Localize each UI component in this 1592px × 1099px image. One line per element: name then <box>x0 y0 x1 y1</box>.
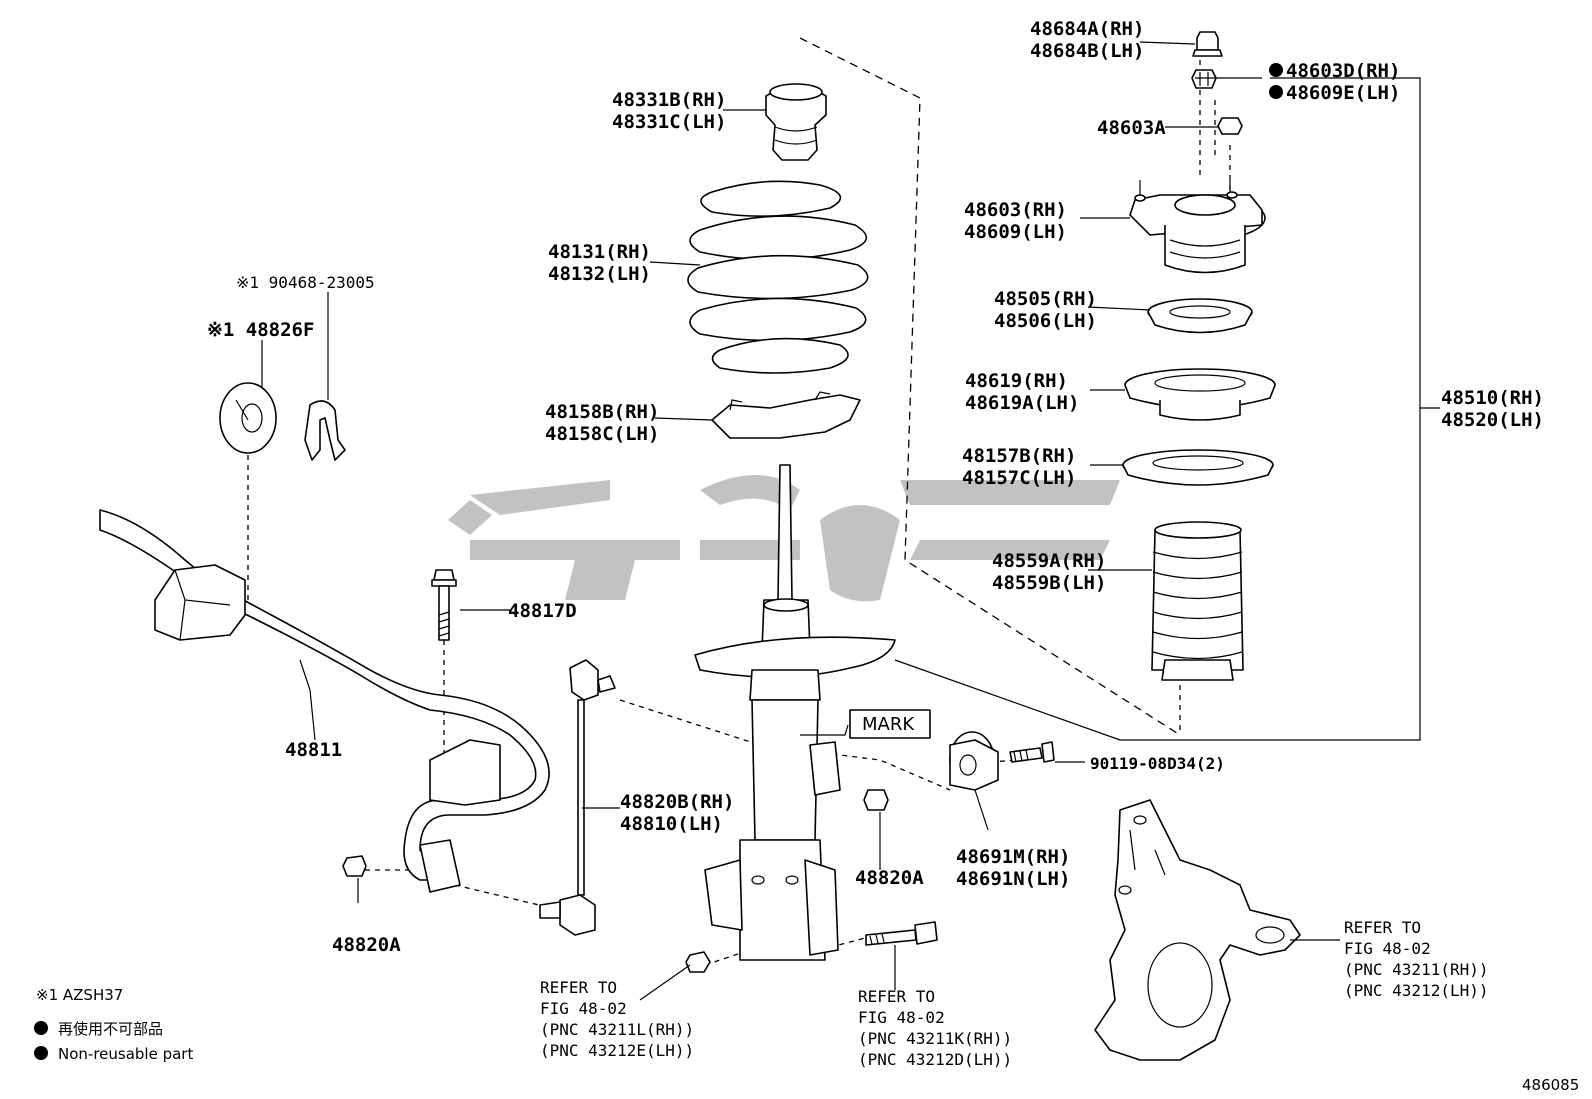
label-90468: ※1 90468-23005 <box>236 273 375 292</box>
bolt-90119 <box>1009 741 1055 763</box>
nonreusable-dot-icon <box>34 1021 48 1035</box>
nut-48820a-left <box>342 855 367 877</box>
label-48817d: 48817D <box>508 600 577 622</box>
label-48691n: 48691N(LH) <box>956 868 1070 890</box>
refer-note-line: (PNC 43212D(LH)) <box>858 1050 1012 1069</box>
clip-90468 <box>304 400 346 461</box>
label-48158c: 48158C(LH) <box>545 423 659 445</box>
steering-knuckle <box>1094 799 1301 1061</box>
stabilizer-bar-48811 <box>99 509 550 893</box>
cam-48691m <box>949 731 999 791</box>
legend-nonreusable-en: Non-reusable part <box>58 1045 193 1063</box>
refer-note-line: REFER TO <box>1344 918 1421 937</box>
legend-note-azsh37: ※1 AZSH37 <box>36 986 123 1004</box>
label-48520: 48520(LH) <box>1441 409 1544 431</box>
bearing-48505 <box>1147 298 1253 334</box>
label-48603a: 48603A <box>1097 117 1166 139</box>
label-90119: 90119-08D34(2) <box>1090 754 1225 773</box>
legend: ※1 AZSH37 再使用不可部品 Non-reusable part <box>34 986 193 1063</box>
nut-lower-strut <box>685 951 711 973</box>
nonreusable-dot-icon <box>1269 85 1283 99</box>
lower-insulator-48158 <box>711 391 861 439</box>
refer-note-1: REFER TO FIG 48-02 (PNC 43211L(RH)) (PNC… <box>540 978 694 1060</box>
refer-note-2: REFER TO FIG 48-02 (PNC 43211K(RH)) (PNC… <box>858 987 1012 1069</box>
bolt-48817d <box>431 569 457 641</box>
refer-note-line: FIG 48-02 <box>540 999 627 1018</box>
label-48619a: 48619A(LH) <box>965 392 1079 414</box>
label-48505: 48505(RH) <box>994 288 1097 310</box>
nonreusable-dot-icon <box>34 1046 48 1060</box>
label-48609: 48609(LH) <box>964 221 1067 243</box>
label-48609e: 48609E(LH) <box>1286 82 1400 104</box>
label-48158b: 48158B(RH) <box>545 401 659 423</box>
refer-note-line: REFER TO <box>540 978 617 997</box>
nut-48684 <box>1192 31 1223 57</box>
label-48684a: 48684A(RH) <box>1030 18 1144 40</box>
figure-id: 486085 <box>1522 1076 1579 1094</box>
label-48559a: 48559A(RH) <box>992 550 1106 572</box>
refer-note-line: (PNC 43211K(RH)) <box>858 1029 1012 1048</box>
label-48559b: 48559B(LH) <box>992 572 1106 594</box>
label-mark: MARK <box>862 714 915 735</box>
nut-48603d <box>1191 69 1217 89</box>
mark-callout <box>800 709 931 739</box>
nonreusable-dot-icon <box>1269 63 1283 77</box>
upper-support-48603 <box>1129 180 1266 274</box>
nut-48820a-mid <box>863 789 889 811</box>
legend-nonreusable-jp: 再使用不可部品 <box>58 1020 163 1038</box>
stabilizer-link-48820b <box>539 659 616 936</box>
label-48810: 48810(LH) <box>620 813 723 835</box>
refer-note-line: FIG 48-02 <box>858 1008 945 1027</box>
insulator-48619 <box>1124 368 1276 421</box>
cushion-48826f <box>219 382 277 454</box>
nut-48603a <box>1217 117 1243 135</box>
label-48157c: 48157C(LH) <box>962 467 1076 489</box>
coil-spring-48131 <box>687 180 869 374</box>
label-48603d: 48603D(RH) <box>1286 60 1400 82</box>
bump-stop-48331 <box>765 83 827 161</box>
label-48506: 48506(LH) <box>994 310 1097 332</box>
refer-note-line: REFER TO <box>858 987 935 1006</box>
refer-note-3: REFER TO FIG 48-02 (PNC 43211(RH)) (PNC … <box>1344 918 1489 1000</box>
label-48619: 48619(RH) <box>965 370 1068 392</box>
label-48510: 48510(RH) <box>1441 387 1544 409</box>
label-48331c: 48331C(LH) <box>612 111 726 133</box>
refer-note-line: (PNC 43211(RH)) <box>1344 960 1489 979</box>
boot-48559 <box>1151 521 1244 681</box>
label-48131: 48131(RH) <box>548 241 651 263</box>
refer-note-line: (PNC 43211L(RH)) <box>540 1020 694 1039</box>
label-48820a-left: 48820A <box>332 934 401 956</box>
label-48820b: 48820B(RH) <box>620 791 734 813</box>
part-labels: 48684A(RH) 48684B(LH) 48603D(RH) 48609E(… <box>207 18 1544 1069</box>
insulator-48157 <box>1122 449 1274 486</box>
label-48157b: 48157B(RH) <box>962 445 1076 467</box>
label-48691m: 48691M(RH) <box>956 846 1070 868</box>
refer-note-line: FIG 48-02 <box>1344 939 1431 958</box>
leader-lines <box>261 41 1440 1001</box>
label-48684b: 48684B(LH) <box>1030 40 1144 62</box>
label-48826f: ※1 48826F <box>207 319 314 341</box>
refer-note-line: (PNC 43212E(LH)) <box>540 1041 694 1060</box>
label-48132: 48132(LH) <box>548 263 651 285</box>
label-48603: 48603(RH) <box>964 199 1067 221</box>
refer-note-line: (PNC 43212(LH)) <box>1344 981 1489 1000</box>
label-48331b: 48331B(RH) <box>612 89 726 111</box>
bolt-lower-strut <box>865 921 938 946</box>
watermark-logo <box>448 475 1120 602</box>
label-48811: 48811 <box>285 739 342 761</box>
label-48820a-mid: 48820A <box>855 867 924 889</box>
